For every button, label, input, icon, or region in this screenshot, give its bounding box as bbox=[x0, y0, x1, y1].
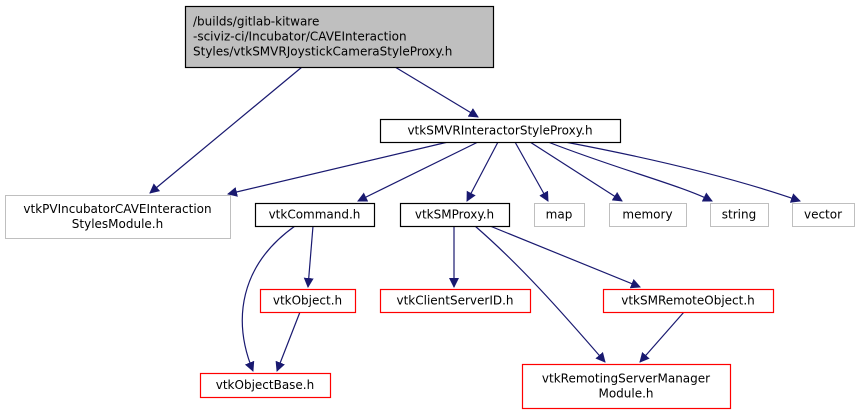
edge-root-to-pvincubator bbox=[149, 66, 303, 194]
node-box[interactable] bbox=[534, 203, 585, 227]
node-box[interactable] bbox=[5, 195, 231, 239]
edge-remoteobject-to-remoting bbox=[639, 311, 685, 363]
node-label: vtkClientServerID.h bbox=[396, 294, 513, 308]
node-box[interactable] bbox=[184, 5, 495, 69]
edge-interactor-to-command bbox=[357, 141, 479, 202]
edge-interactor-to-string bbox=[547, 141, 713, 202]
node-label: vtkObjectBase.h bbox=[216, 378, 314, 392]
node-box[interactable] bbox=[254, 202, 376, 228]
node-label: Module.h bbox=[598, 387, 653, 401]
edge-command-to-object bbox=[303, 225, 314, 288]
node-string[interactable]: string bbox=[710, 203, 769, 227]
node-label: memory bbox=[622, 208, 672, 222]
node-label: vtkCommand.h bbox=[269, 208, 361, 222]
edge-smproxy-to-remoteobject bbox=[489, 225, 641, 289]
edges bbox=[149, 66, 801, 372]
node-box[interactable] bbox=[609, 203, 687, 227]
node-memory[interactable]: memory bbox=[609, 203, 687, 227]
node-label: vtkSMRemoteObject.h bbox=[621, 294, 755, 308]
edge-interactor-to-smproxy bbox=[466, 141, 499, 202]
edge-interactor-to-map bbox=[514, 141, 549, 202]
node-label: map bbox=[546, 208, 573, 222]
node-interactor[interactable]: vtkSMVRInteractorStyleProxy.h bbox=[379, 118, 622, 144]
node-label: string bbox=[722, 208, 756, 222]
node-box[interactable] bbox=[379, 118, 622, 144]
node-remoteobject[interactable]: vtkSMRemoteObject.h bbox=[602, 288, 775, 314]
node-box[interactable] bbox=[399, 202, 511, 228]
edge-interactor-to-vector bbox=[564, 141, 801, 203]
node-label: vtkSMProxy.h bbox=[415, 208, 494, 222]
node-label: vtkObject.h bbox=[273, 294, 342, 308]
node-box[interactable] bbox=[792, 203, 855, 227]
node-objectbase[interactable]: vtkObjectBase.h bbox=[199, 372, 332, 399]
node-label: Styles/vtkSMVRJoystickCameraStyleProxy.h bbox=[193, 45, 452, 59]
node-box[interactable] bbox=[521, 363, 732, 410]
edge-object-to-objectbase bbox=[275, 311, 301, 372]
node-box[interactable] bbox=[379, 288, 532, 314]
node-box[interactable] bbox=[602, 288, 775, 314]
node-label: vtkPVIncubatorCAVEInteraction bbox=[23, 202, 211, 216]
node-box[interactable] bbox=[199, 372, 332, 399]
node-label: StylesModule.h bbox=[72, 217, 163, 231]
node-smproxy[interactable]: vtkSMProxy.h bbox=[399, 202, 511, 228]
node-command[interactable]: vtkCommand.h bbox=[254, 202, 376, 228]
node-map[interactable]: map bbox=[534, 203, 585, 227]
node-root[interactable]: /builds/gitlab-kitware-sciviz-ci/Incubat… bbox=[184, 5, 495, 69]
node-object[interactable]: vtkObject.h bbox=[259, 288, 357, 314]
node-pvincubator[interactable]: vtkPVIncubatorCAVEInteractionStylesModul… bbox=[5, 195, 231, 239]
edge-root-to-interactor bbox=[394, 66, 479, 118]
nodes: /builds/gitlab-kitware-sciviz-ci/Incubat… bbox=[5, 5, 855, 410]
node-box[interactable] bbox=[259, 288, 357, 314]
node-clientserverid[interactable]: vtkClientServerID.h bbox=[379, 288, 532, 314]
node-label: -sciviz-ci/Incubator/CAVEInteraction bbox=[193, 30, 407, 44]
node-label: vtkSMVRInteractorStyleProxy.h bbox=[407, 124, 592, 138]
node-label: /builds/gitlab-kitware bbox=[193, 15, 319, 29]
node-label: vtkRemotingServerManager bbox=[542, 372, 710, 386]
node-label: vector bbox=[804, 208, 842, 222]
edge-smproxy-to-remoting bbox=[474, 225, 606, 363]
edge-command-to-objectbase bbox=[241, 225, 296, 372]
node-box[interactable] bbox=[710, 203, 769, 227]
edge-interactor-to-pvincubator bbox=[227, 141, 449, 197]
node-vector[interactable]: vector bbox=[792, 203, 855, 227]
edge-interactor-to-memory bbox=[529, 141, 623, 202]
